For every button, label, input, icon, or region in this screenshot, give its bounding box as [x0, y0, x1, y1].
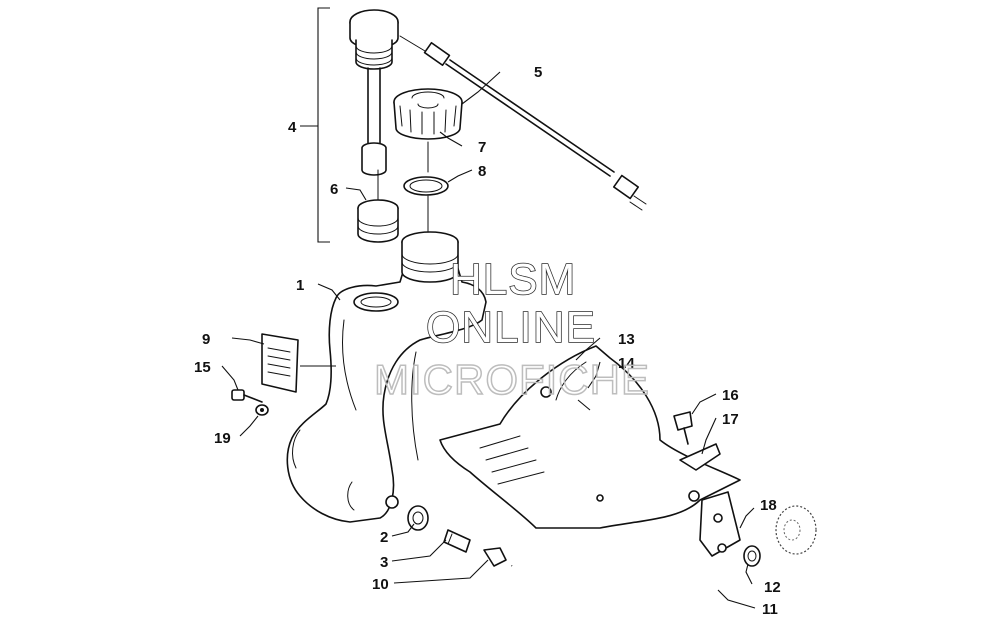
callout-3: 3 — [380, 554, 388, 571]
filter-18 — [775, 505, 817, 555]
grommet-6 — [357, 169, 399, 243]
bracket-17 — [679, 443, 741, 557]
callout-2: 2 — [380, 529, 388, 546]
callout-12: 12 — [764, 579, 781, 596]
callout-8: 8 — [478, 163, 486, 180]
hose-11 — [510, 554, 756, 605]
bolt-15 — [231, 389, 263, 403]
label-9 — [261, 333, 299, 393]
callout-5: 5 — [534, 64, 542, 81]
callout-7: 7 — [478, 139, 486, 156]
bolt-16 — [673, 411, 693, 445]
callout-17: 17 — [722, 411, 739, 428]
watermark: HLSM ONLINE MICROFICHE — [373, 254, 650, 404]
watermark-line-1: HLSM — [450, 255, 576, 304]
gasket-8 — [403, 176, 449, 237]
washer-19 — [255, 404, 269, 416]
watermark-line-2: ONLINE — [426, 303, 596, 352]
gas-cap-7 — [393, 88, 463, 173]
callout-16: 16 — [722, 387, 739, 404]
grommet-12 — [743, 545, 761, 567]
callout-6: 6 — [330, 181, 338, 198]
callout-19: 19 — [214, 430, 231, 447]
callout-15: 15 — [194, 359, 211, 376]
fuel-tank-1 — [286, 231, 487, 523]
sending-unit-cap — [349, 9, 399, 176]
callout-13: 13 — [618, 331, 635, 348]
callout-labels: 1 2 3 4 5 6 7 8 9 10 11 12 13 14 15 16 1… — [194, 64, 781, 618]
callout-4: 4 — [288, 119, 297, 136]
leader-lines — [221, 71, 756, 609]
grommet-2 — [407, 505, 429, 531]
fitting-3 — [443, 529, 471, 553]
callout-9: 9 — [202, 331, 210, 348]
watermark-line-3: MICROFICHE — [374, 356, 650, 403]
wire-harness-5 — [399, 35, 647, 211]
callout-11: 11 — [762, 601, 778, 618]
clamp-10 — [483, 547, 507, 567]
callout-10: 10 — [372, 576, 389, 593]
assembly-4-bracket — [300, 7, 330, 243]
callout-1: 1 — [296, 277, 304, 294]
callout-18: 18 — [760, 497, 777, 514]
callout-14: 14 — [618, 355, 635, 372]
